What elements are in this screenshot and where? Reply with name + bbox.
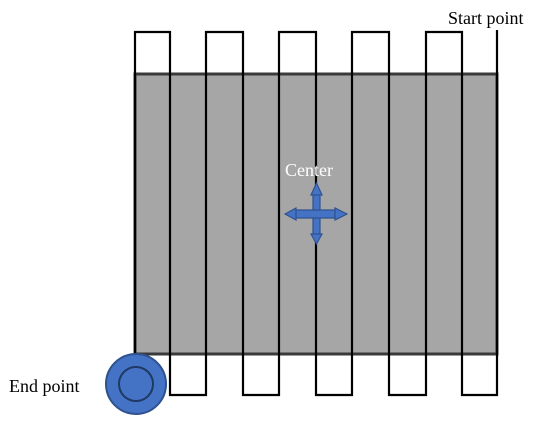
end-point-label: End point (9, 376, 80, 396)
start-point-label: Start point (448, 8, 524, 28)
four-way-arrow-icon (283, 181, 349, 246)
center-label: Center (285, 160, 333, 180)
target-circle-icon (105, 353, 167, 415)
